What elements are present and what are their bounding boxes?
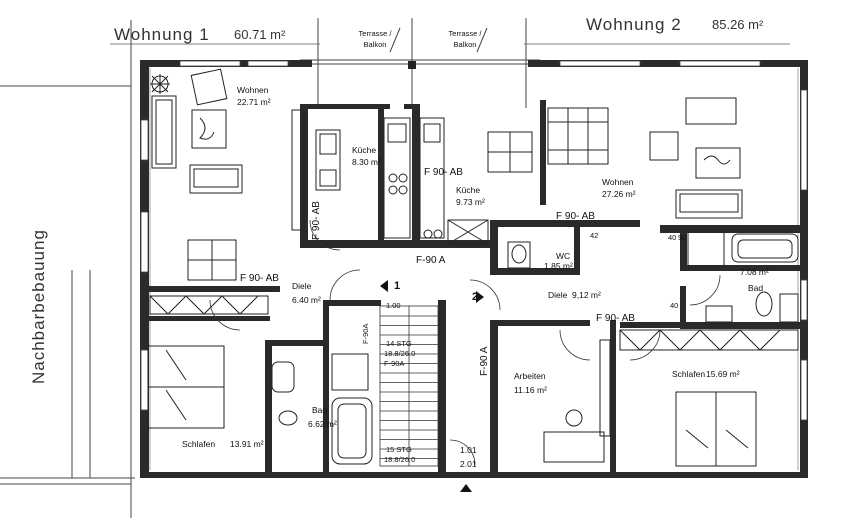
interior-walls	[140, 100, 808, 475]
dimension-value: 42	[590, 231, 599, 240]
fire-rating-label: F 90- AB	[424, 167, 463, 178]
room-wohnen1-area: 22.71 m²	[237, 97, 271, 107]
room-kueche2-name: Küche	[456, 185, 481, 195]
room-bad2-name: Bad	[748, 283, 764, 293]
entry-top-dim: 1.01	[460, 445, 477, 455]
room-diele1-name: Diele	[292, 281, 312, 291]
room-wc-area: 1.85 m²	[544, 261, 573, 271]
room-schlafen2-area: 15.69 m²	[706, 369, 740, 379]
living-room-1-furniture	[150, 68, 243, 194]
neighbour-boundary	[0, 20, 135, 518]
room-bad1-name: Bad	[312, 405, 328, 415]
room-wohnen1-name: Wohnen	[237, 85, 269, 95]
unit2-name: Wohnung 2	[586, 15, 682, 34]
terrace-post	[408, 61, 416, 69]
staircase	[379, 305, 439, 467]
room-kueche2-area: 9.73 m²	[456, 197, 485, 207]
room-schlafen1-area: 13.91 m²	[230, 439, 264, 449]
entry-bottom-dim: 2.01	[460, 459, 477, 469]
room-diele2-area: 9,12 m²	[572, 290, 601, 300]
living-room-2-furniture	[547, 97, 743, 219]
study-furniture	[543, 339, 611, 463]
direction-markers	[380, 280, 484, 492]
stair-lower-steps: 15 STG	[386, 445, 412, 454]
stair-landing-dim: 1.00	[386, 301, 401, 310]
fire-rating-label: F-90A	[384, 359, 405, 368]
room-diele2-name: Diele	[548, 290, 568, 300]
room-diele1-area: 6.40 m²	[292, 295, 321, 305]
fire-rating-label: F 90- AB	[556, 211, 595, 222]
fire-rating-label: F-90 A	[416, 255, 446, 266]
door-swings	[209, 219, 721, 466]
room-wc-name: WC	[556, 251, 571, 261]
fire-rating-label: F 90- AB	[240, 273, 279, 284]
kitchen-1-furniture	[291, 109, 411, 239]
unit2-area: 85.26 m²	[712, 17, 764, 32]
fire-rating-label: F 90- AB	[311, 201, 322, 240]
room-bad1-area: 6.62 m²	[308, 419, 337, 429]
dimension-value: 90	[678, 233, 687, 242]
fire-rating-label: F-90A	[361, 323, 370, 344]
fire-rating-label: F 90- AB	[596, 313, 635, 324]
marker-2: 2	[472, 291, 479, 303]
bedroom-1-furniture	[147, 295, 269, 429]
terrace-frame	[300, 18, 540, 108]
fire-rating-label: F-90 A	[479, 346, 490, 376]
dimension-value: 40	[668, 233, 677, 242]
unit1-area: 60.71 m²	[234, 27, 286, 42]
stair-upper-ratio: 18.8/26.0	[384, 349, 416, 358]
room-kueche1-area: 8.30 m²	[352, 157, 381, 167]
stair-lower-ratio: 18.8/26.0	[384, 455, 416, 464]
room-kueche1-name: Küche	[352, 145, 377, 155]
room-schlafen2-name: Schlafen	[672, 369, 706, 379]
unit1-name: Wohnung 1	[114, 25, 210, 44]
terrace-label-2: Terrasse / Balkon	[448, 29, 482, 50]
room-arbeiten-area: 11.16 m²	[514, 385, 547, 395]
room-bad2-area: 7.08 m²	[740, 267, 769, 277]
terrace-label-1: Terrasse / Balkon	[358, 29, 392, 50]
bathroom-fixtures	[507, 231, 799, 323]
room-arbeiten-name: Arbeiten	[514, 371, 546, 381]
marker-1: 1	[394, 280, 401, 292]
bathroom-1-fixtures	[271, 353, 373, 465]
kitchen-2-furniture	[419, 117, 533, 245]
neighbour-label: Nachbarbebauung	[29, 229, 48, 384]
dining-table-1	[187, 239, 237, 281]
room-wohnen2-name: Wohnen	[602, 177, 634, 187]
stair-upper-steps: 14 STG	[386, 339, 412, 348]
bedroom-2-furniture	[619, 329, 799, 467]
dimension-value: 40	[670, 301, 679, 310]
room-wohnen2-area: 27.26 m²	[602, 189, 636, 199]
room-schlafen1-name: Schlafen	[182, 439, 216, 449]
